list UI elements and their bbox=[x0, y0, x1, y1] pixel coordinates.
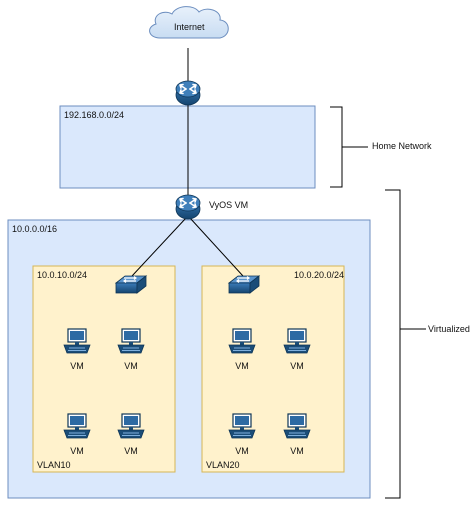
vm-label: VM bbox=[124, 446, 138, 456]
home-network-subnet: 192.168.0.0/24 bbox=[64, 110, 125, 120]
vm-label: VM bbox=[290, 446, 304, 456]
vlan10-zone bbox=[32, 265, 176, 473]
home-network-label: Home Network bbox=[372, 141, 432, 151]
virtualized-label: Virtualized bbox=[428, 324, 470, 334]
router-icon bbox=[175, 80, 201, 106]
computer-icon bbox=[228, 413, 256, 439]
computer-icon bbox=[228, 328, 256, 354]
home-network-brace bbox=[330, 106, 368, 188]
vm-label: VM bbox=[70, 446, 84, 456]
vlan20-zone bbox=[201, 265, 345, 473]
vyos-label: VyOS VM bbox=[209, 200, 249, 210]
router-icon bbox=[175, 194, 201, 220]
virtualized-subnet: 10.0.0.0/16 bbox=[12, 224, 58, 234]
internet-label: Internet bbox=[174, 22, 205, 32]
computer-icon bbox=[117, 413, 145, 439]
vlan20-name: VLAN20 bbox=[206, 460, 240, 470]
link-vyos-switch-vlan20 bbox=[189, 217, 244, 277]
computer-icon bbox=[283, 328, 311, 354]
virtualized-brace bbox=[385, 189, 426, 499]
vlan10-name: VLAN10 bbox=[37, 460, 71, 470]
vlan10-subnet: 10.0.10.0/24 bbox=[37, 270, 88, 280]
cloud-icon bbox=[149, 6, 229, 39]
vm-label: VM bbox=[235, 361, 249, 371]
computer-icon bbox=[63, 328, 91, 354]
computer-icon bbox=[63, 413, 91, 439]
vm-label: VM bbox=[290, 361, 304, 371]
link-vyos-switch-vlan10 bbox=[131, 217, 187, 277]
vlan20-subnet: 10.0.20.0/24 bbox=[294, 270, 345, 280]
vm-label: VM bbox=[70, 361, 84, 371]
vm-label: VM bbox=[124, 361, 138, 371]
computer-icon bbox=[117, 328, 145, 354]
vm-label: VM bbox=[235, 446, 249, 456]
computer-icon bbox=[283, 413, 311, 439]
